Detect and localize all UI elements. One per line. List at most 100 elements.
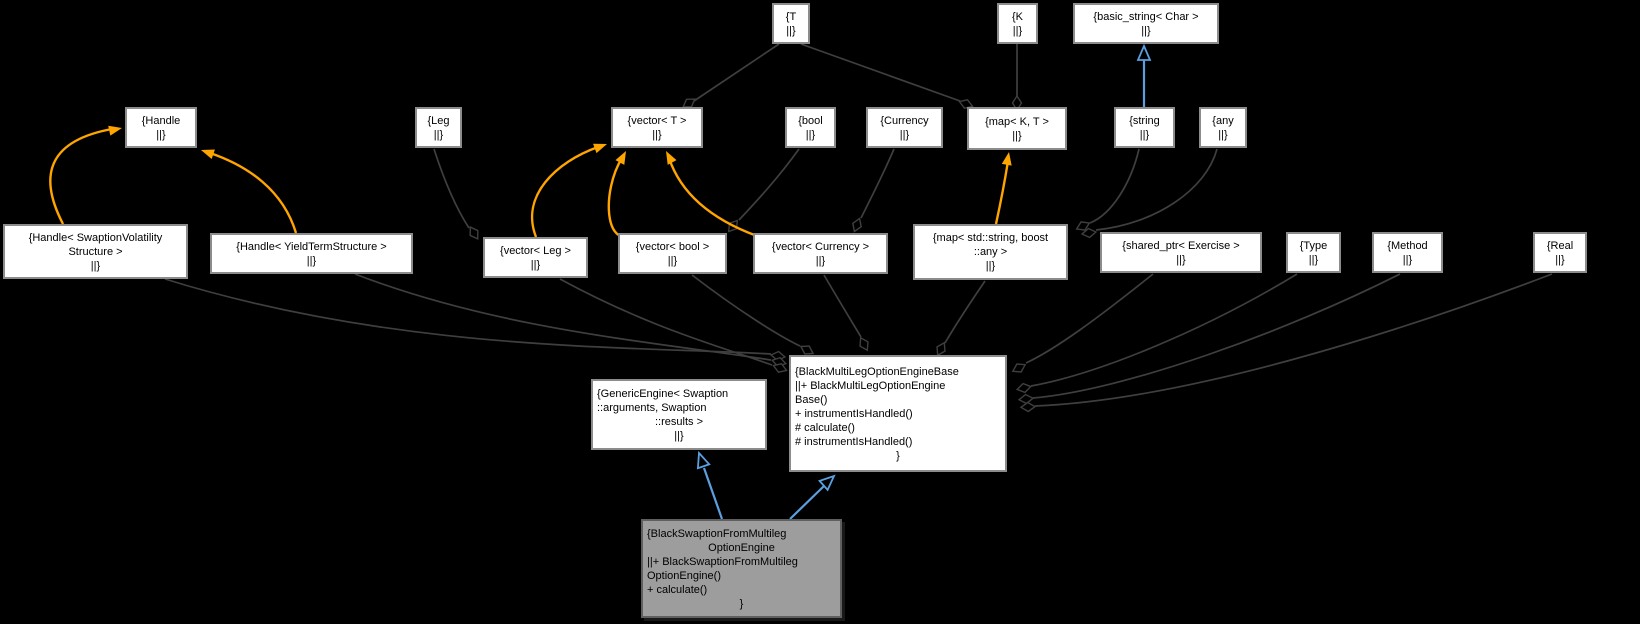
class-node-any[interactable]: {any ||} — [1199, 107, 1247, 148]
class-label: ||} — [1012, 129, 1022, 142]
class-node-black-multileg-option-engine-base[interactable]: {BlackMultiLegOptionEngineBase ||+ Black… — [789, 355, 1007, 472]
class-node-real[interactable]: {Real ||} — [1533, 232, 1587, 273]
aggregation-diamond-icon — [469, 225, 479, 241]
class-label: {basic_string< Char > — [1093, 10, 1199, 23]
class-node-handle-swaption-volatility-structure[interactable]: {Handle< SwaptionVolatility Structure > … — [3, 224, 188, 279]
class-label: ||} — [1012, 24, 1023, 37]
class-node-currency[interactable]: {Currency ||} — [866, 107, 943, 148]
template-arrowhead-icon — [666, 151, 677, 165]
class-node-generic-engine[interactable]: {GenericEngine< Swaption ::arguments, Sw… — [591, 379, 767, 450]
class-label: {Handle< YieldTermStructure > — [236, 240, 387, 253]
class-node-type[interactable]: {Type ||} — [1286, 232, 1341, 273]
class-label: ::any > — [973, 246, 1008, 258]
class-node-vector-bool[interactable]: {vector< bool > ||} — [618, 233, 727, 274]
class-node-basic-string[interactable]: {basic_string< Char > ||} — [1073, 3, 1219, 44]
class-label: ||} — [306, 254, 317, 267]
edge-vectorleg-vector-t — [530, 145, 599, 238]
edge-bool-vector-bool — [738, 148, 800, 221]
template-arrowhead-icon — [201, 149, 215, 159]
class-label: {any — [1212, 114, 1234, 127]
edge-t-vector-t — [693, 43, 780, 102]
aggregation-diamond-icon — [1011, 363, 1027, 373]
class-label: {Real — [1546, 239, 1574, 252]
template-arrowhead-icon — [108, 125, 122, 136]
edge-any-map-string-any — [1095, 148, 1218, 231]
class-member: ||+ BlackMultiLegOptionEngine — [795, 379, 946, 392]
class-member: + calculate() — [647, 583, 708, 596]
edge-vectorcurrency-vector-t — [667, 157, 758, 238]
class-label: ||} — [1141, 24, 1151, 37]
class-node-vector-t[interactable]: {vector< T > ||} — [611, 107, 703, 148]
class-node-vector-leg[interactable]: {vector< Leg > ||} — [483, 237, 588, 278]
aggregation-diamond-icon — [1075, 221, 1091, 231]
class-label: ||} — [805, 128, 816, 141]
class-label: {string — [1129, 114, 1160, 127]
class-label: {BlackSwaptionFromMultileg — [647, 527, 787, 540]
class-label: {Handle — [141, 114, 181, 127]
class-label: ||} — [815, 254, 826, 267]
class-label: {Type — [1299, 239, 1328, 252]
inheritance-arrowhead-icon — [817, 474, 836, 492]
edge-vectorcurrency-base — [823, 274, 862, 338]
class-label: {Currency — [880, 114, 929, 127]
class-label: {Leg — [427, 114, 450, 127]
edge-currency-vector-currency — [860, 148, 895, 219]
class-label: ||} — [985, 260, 996, 272]
class-label: {bool — [798, 114, 823, 127]
class-label: ||} — [156, 128, 166, 141]
aggregation-diamond-icon — [1080, 227, 1098, 239]
class-node-vector-currency[interactable]: {vector< Currency > ||} — [753, 233, 888, 274]
class-member: Base() — [795, 393, 828, 406]
edge-type-base — [1030, 273, 1298, 387]
edge-t-map-kt — [800, 43, 961, 102]
class-label: ||} — [667, 254, 678, 267]
class-label: OptionEngine — [708, 541, 775, 554]
class-member: # calculate() — [795, 421, 855, 434]
class-node-handle[interactable]: {Handle ||} — [125, 107, 197, 148]
class-label: ::arguments, Swaption — [597, 401, 707, 414]
class-node-k[interactable]: {K ||} — [997, 3, 1038, 44]
class-node-map-kt[interactable]: {map< K, T > ||} — [967, 107, 1067, 150]
aggregation-diamond-icon — [852, 217, 862, 233]
edge-leg-vector-leg — [433, 148, 470, 229]
edge-derived-genericengine — [702, 467, 724, 520]
class-label: } — [896, 449, 900, 462]
class-node-string[interactable]: {string ||} — [1114, 107, 1175, 148]
class-node-bool[interactable]: {bool ||} — [785, 107, 836, 148]
edge-swvol-handle — [49, 127, 113, 225]
aggregation-diamond-icon — [1017, 393, 1035, 405]
class-label: {shared_ptr< Exercise > — [1122, 239, 1240, 252]
class-label: ||} — [674, 429, 684, 442]
class-label: ||} — [899, 128, 910, 141]
class-node-t[interactable]: {T ||} — [772, 3, 810, 44]
class-label: } — [739, 597, 744, 610]
class-member: # instrumentIsHandled() — [795, 435, 913, 448]
class-label: ||} — [1308, 253, 1319, 266]
class-label: {T — [785, 10, 797, 23]
class-label: {vector< T > — [627, 114, 687, 127]
inheritance-arrowhead-icon — [1136, 43, 1152, 61]
class-label: {vector< Leg > — [500, 244, 571, 257]
class-label: {map< K, T > — [985, 115, 1049, 128]
inheritance-arrowhead-icon — [696, 450, 711, 470]
edge-sharedptr-base — [1025, 273, 1154, 364]
class-node-map-string-any[interactable]: {map< std::string, boost ::any > ||} — [913, 224, 1068, 280]
class-label: ||} — [1402, 253, 1413, 266]
edge-yieldterm-base — [354, 273, 772, 361]
class-label: ||} — [1139, 128, 1150, 141]
class-label: ||} — [90, 259, 101, 272]
class-node-black-swaption-from-multileg-option-engine: {BlackSwaptionFromMultileg OptionEngine … — [641, 519, 842, 618]
class-node-method[interactable]: {Method ||} — [1372, 232, 1443, 273]
class-node-handle-yield-term-structure[interactable]: {Handle< YieldTermStructure > ||} — [210, 233, 413, 274]
class-member: ||+ BlackSwaptionFromMultileg — [647, 555, 798, 568]
aggregation-edges — [164, 43, 1553, 407]
class-node-leg[interactable]: {Leg ||} — [415, 107, 462, 148]
class-node-shared-ptr-exercise[interactable]: {shared_ptr< Exercise > ||} — [1100, 232, 1262, 273]
class-member: OptionEngine() — [647, 569, 721, 582]
class-label: ||} — [786, 24, 796, 37]
class-label: {vector< bool > — [635, 240, 710, 253]
class-label: ||} — [1218, 128, 1228, 141]
edge-derived-base — [789, 485, 825, 520]
template-arrowhead-icon — [1001, 152, 1012, 166]
